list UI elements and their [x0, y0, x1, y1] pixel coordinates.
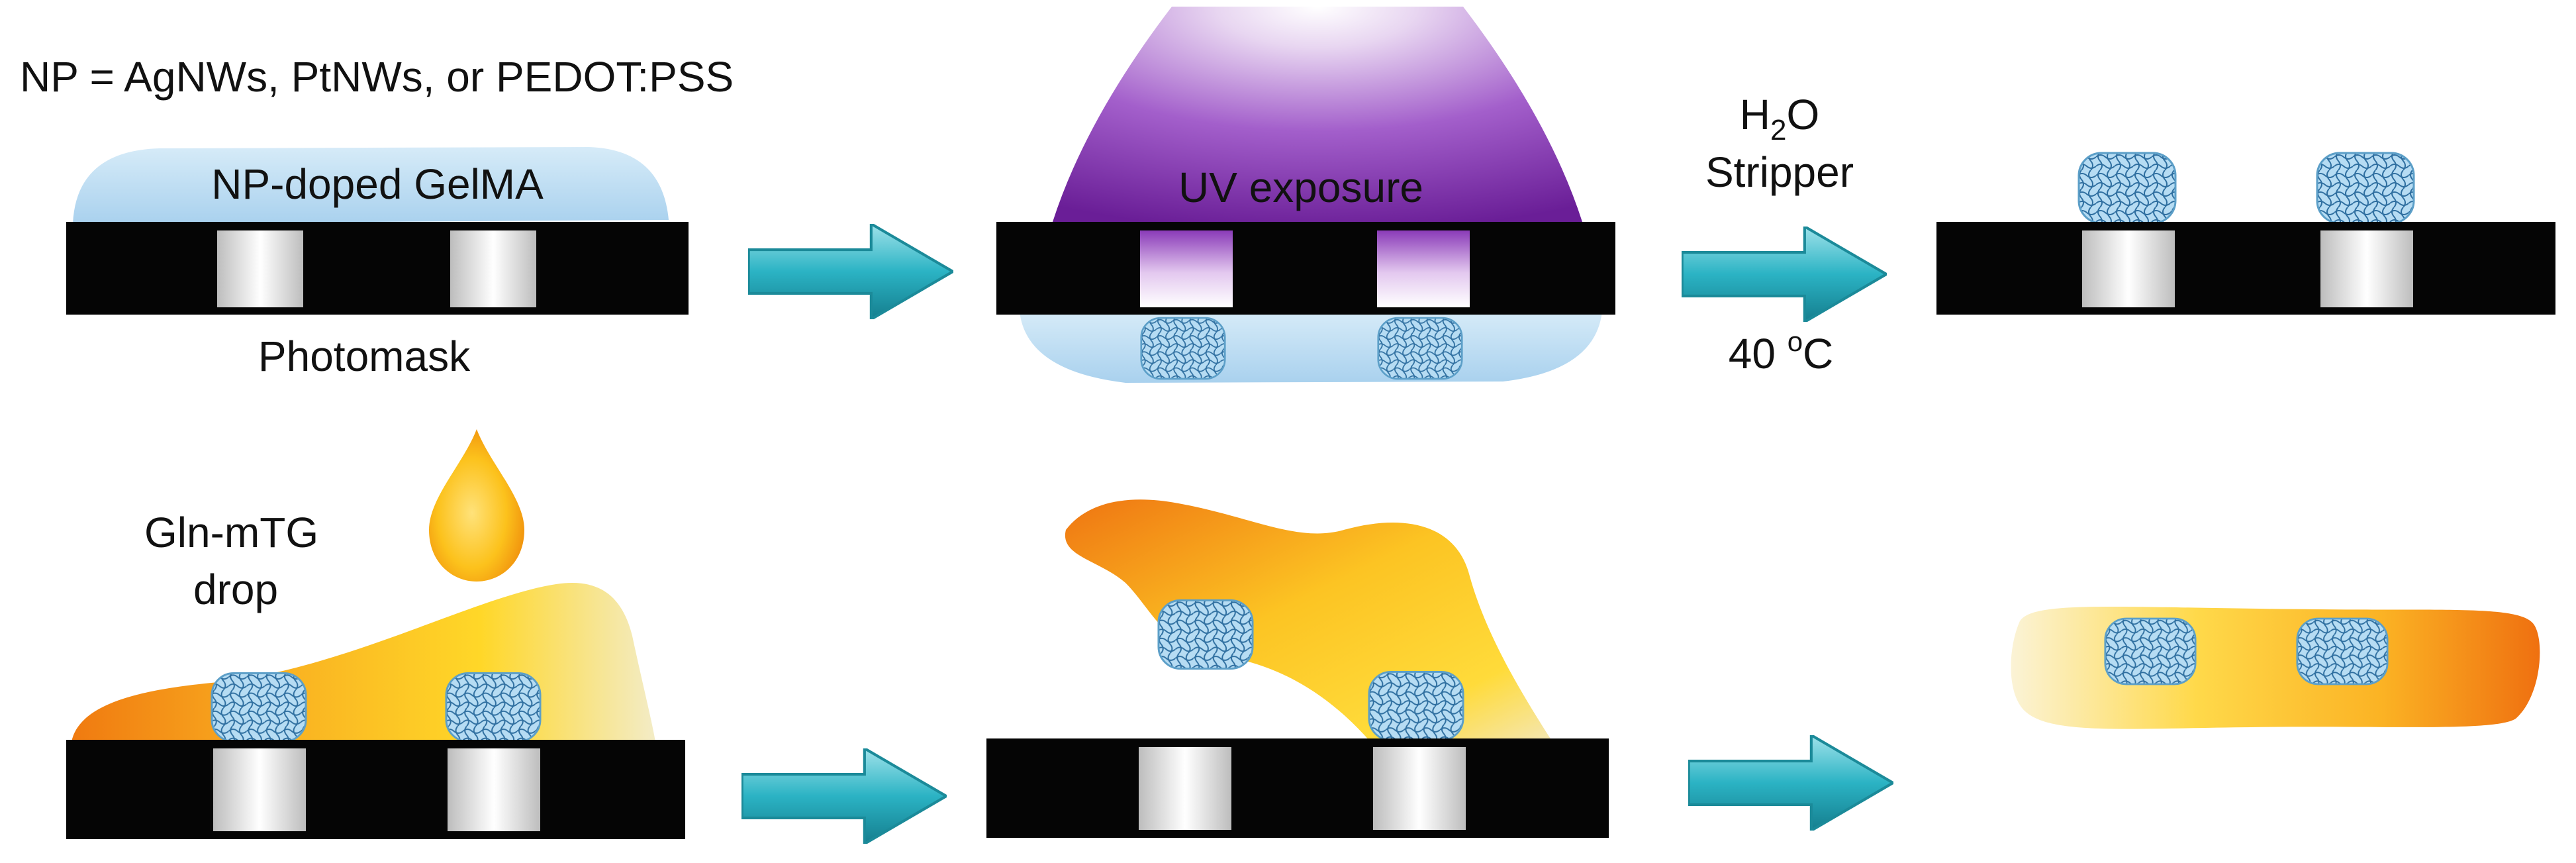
np-definition-label: NP = AgNWs, PtNWs, or PEDOT:PSS [20, 53, 734, 101]
crosslinked-np-pattern [1377, 317, 1463, 380]
photomask-window [213, 748, 306, 831]
right-arrow-icon [1682, 227, 1887, 322]
panel-gln-mtg-drop [66, 429, 685, 839]
uv-exposed-window [1140, 230, 1233, 307]
np-doped-gelma-label: NP-doped GelMA [211, 160, 544, 208]
np-doped-gelma-layer [73, 147, 669, 224]
uv-exposed-window [1377, 230, 1470, 307]
panel-stripped-pattern [1936, 152, 2555, 315]
crosslinked-np-pattern [1140, 317, 1226, 380]
photomask-window [450, 230, 536, 307]
np-pattern [445, 672, 542, 743]
panel-peeling-gel [986, 499, 1609, 838]
peeling-gel-film [1065, 499, 1552, 742]
gln-mtg-droplet [429, 429, 524, 582]
np-pattern [1157, 599, 1254, 670]
np-pattern [2104, 617, 2197, 685]
photomask-window [1139, 747, 1231, 830]
panel-gelma-on-photomask [66, 147, 689, 315]
photomask-window [1373, 747, 1466, 830]
right-arrow-icon [742, 748, 947, 844]
np-pattern [2316, 152, 2415, 225]
stripper-label: Stripper [1705, 148, 1854, 196]
uv-exposure-label: UV exposure [1178, 164, 1423, 211]
np-pattern [1368, 670, 1464, 742]
panel-uv-exposure [996, 7, 1615, 383]
uv-light-cone [1053, 7, 1582, 222]
right-arrow-icon [1689, 735, 1893, 831]
transferred-gel-film [2011, 606, 2540, 729]
photomask [66, 222, 689, 315]
photomask-window [2320, 230, 2413, 307]
photomask-window [2082, 230, 2175, 307]
panel-transferred-film [2011, 606, 2540, 729]
photomask [1936, 222, 2555, 315]
photomask-window [448, 748, 540, 831]
np-pattern [2296, 617, 2389, 685]
gln-mtg-label: Gln-mTG [144, 509, 318, 556]
water-label: H2O [1740, 91, 1819, 146]
photomask [996, 222, 1615, 315]
gelma-under-mask [1020, 311, 1602, 383]
photomask [986, 738, 1609, 838]
temperature-label: 40 oC [1729, 326, 1834, 378]
photomask-label: Photomask [258, 332, 471, 380]
drop-label: drop [193, 566, 278, 613]
np-pattern [211, 672, 307, 743]
gln-mtg-gel-layer [72, 583, 655, 742]
right-arrow-icon [749, 224, 953, 319]
photomask [66, 740, 685, 839]
np-pattern [2077, 152, 2177, 225]
photomask-window [217, 230, 303, 307]
